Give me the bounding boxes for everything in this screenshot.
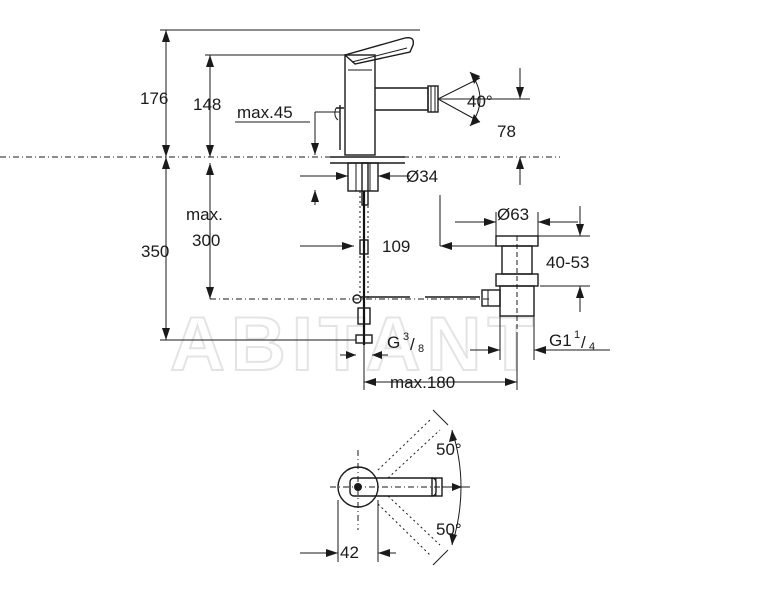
svg-text:1: 1 [574,329,580,341]
dim-angle-50-top: 50° [436,440,462,459]
watermark: ABITANT [170,302,540,387]
dim-350: 350 [141,242,169,261]
dimension-labels: 176 148 max.45 40° 78 Ø34 max. 300 350 1… [140,89,595,562]
dim-angle-50-bottom: 50° [436,520,462,539]
dim-thread-g38: G 3 / 8 [387,331,424,355]
faucet-side-view [0,36,560,345]
spout-nozzle [427,85,439,113]
dim-109: 109 [382,237,410,256]
dim-40-53: 40-53 [546,253,589,272]
mounting-nut [347,162,379,192]
dim-300: 300 [192,231,220,250]
dim-148: 148 [193,95,221,114]
dim-dia34: Ø34 [406,167,438,186]
drain-waste [481,235,539,336]
dimension-lines [160,29,610,390]
dim-max45: max.45 [237,103,293,122]
dim-78: 78 [497,122,516,141]
svg-text:8: 8 [418,343,424,355]
svg-text:4: 4 [589,341,595,353]
dim-max180: max.180 [390,373,455,392]
svg-text:G: G [387,333,400,352]
svg-text:/: / [410,335,415,354]
dim-176: 176 [140,89,168,108]
lever-handle [343,36,415,65]
svg-text:G1: G1 [549,331,572,350]
dim-max-label: max. [186,205,223,224]
dim-thread-g114: G1 1 / 4 [549,329,595,353]
svg-text:3: 3 [403,331,409,343]
faucet-top-view [300,409,470,566]
dim-dia63: Ø63 [497,205,529,224]
dim-angle-40: 40° [467,92,493,111]
dim-42: 42 [340,543,359,562]
body-circle [337,466,379,508]
faucet-body [344,54,376,156]
svg-text:/: / [581,333,586,352]
spout [375,87,429,111]
